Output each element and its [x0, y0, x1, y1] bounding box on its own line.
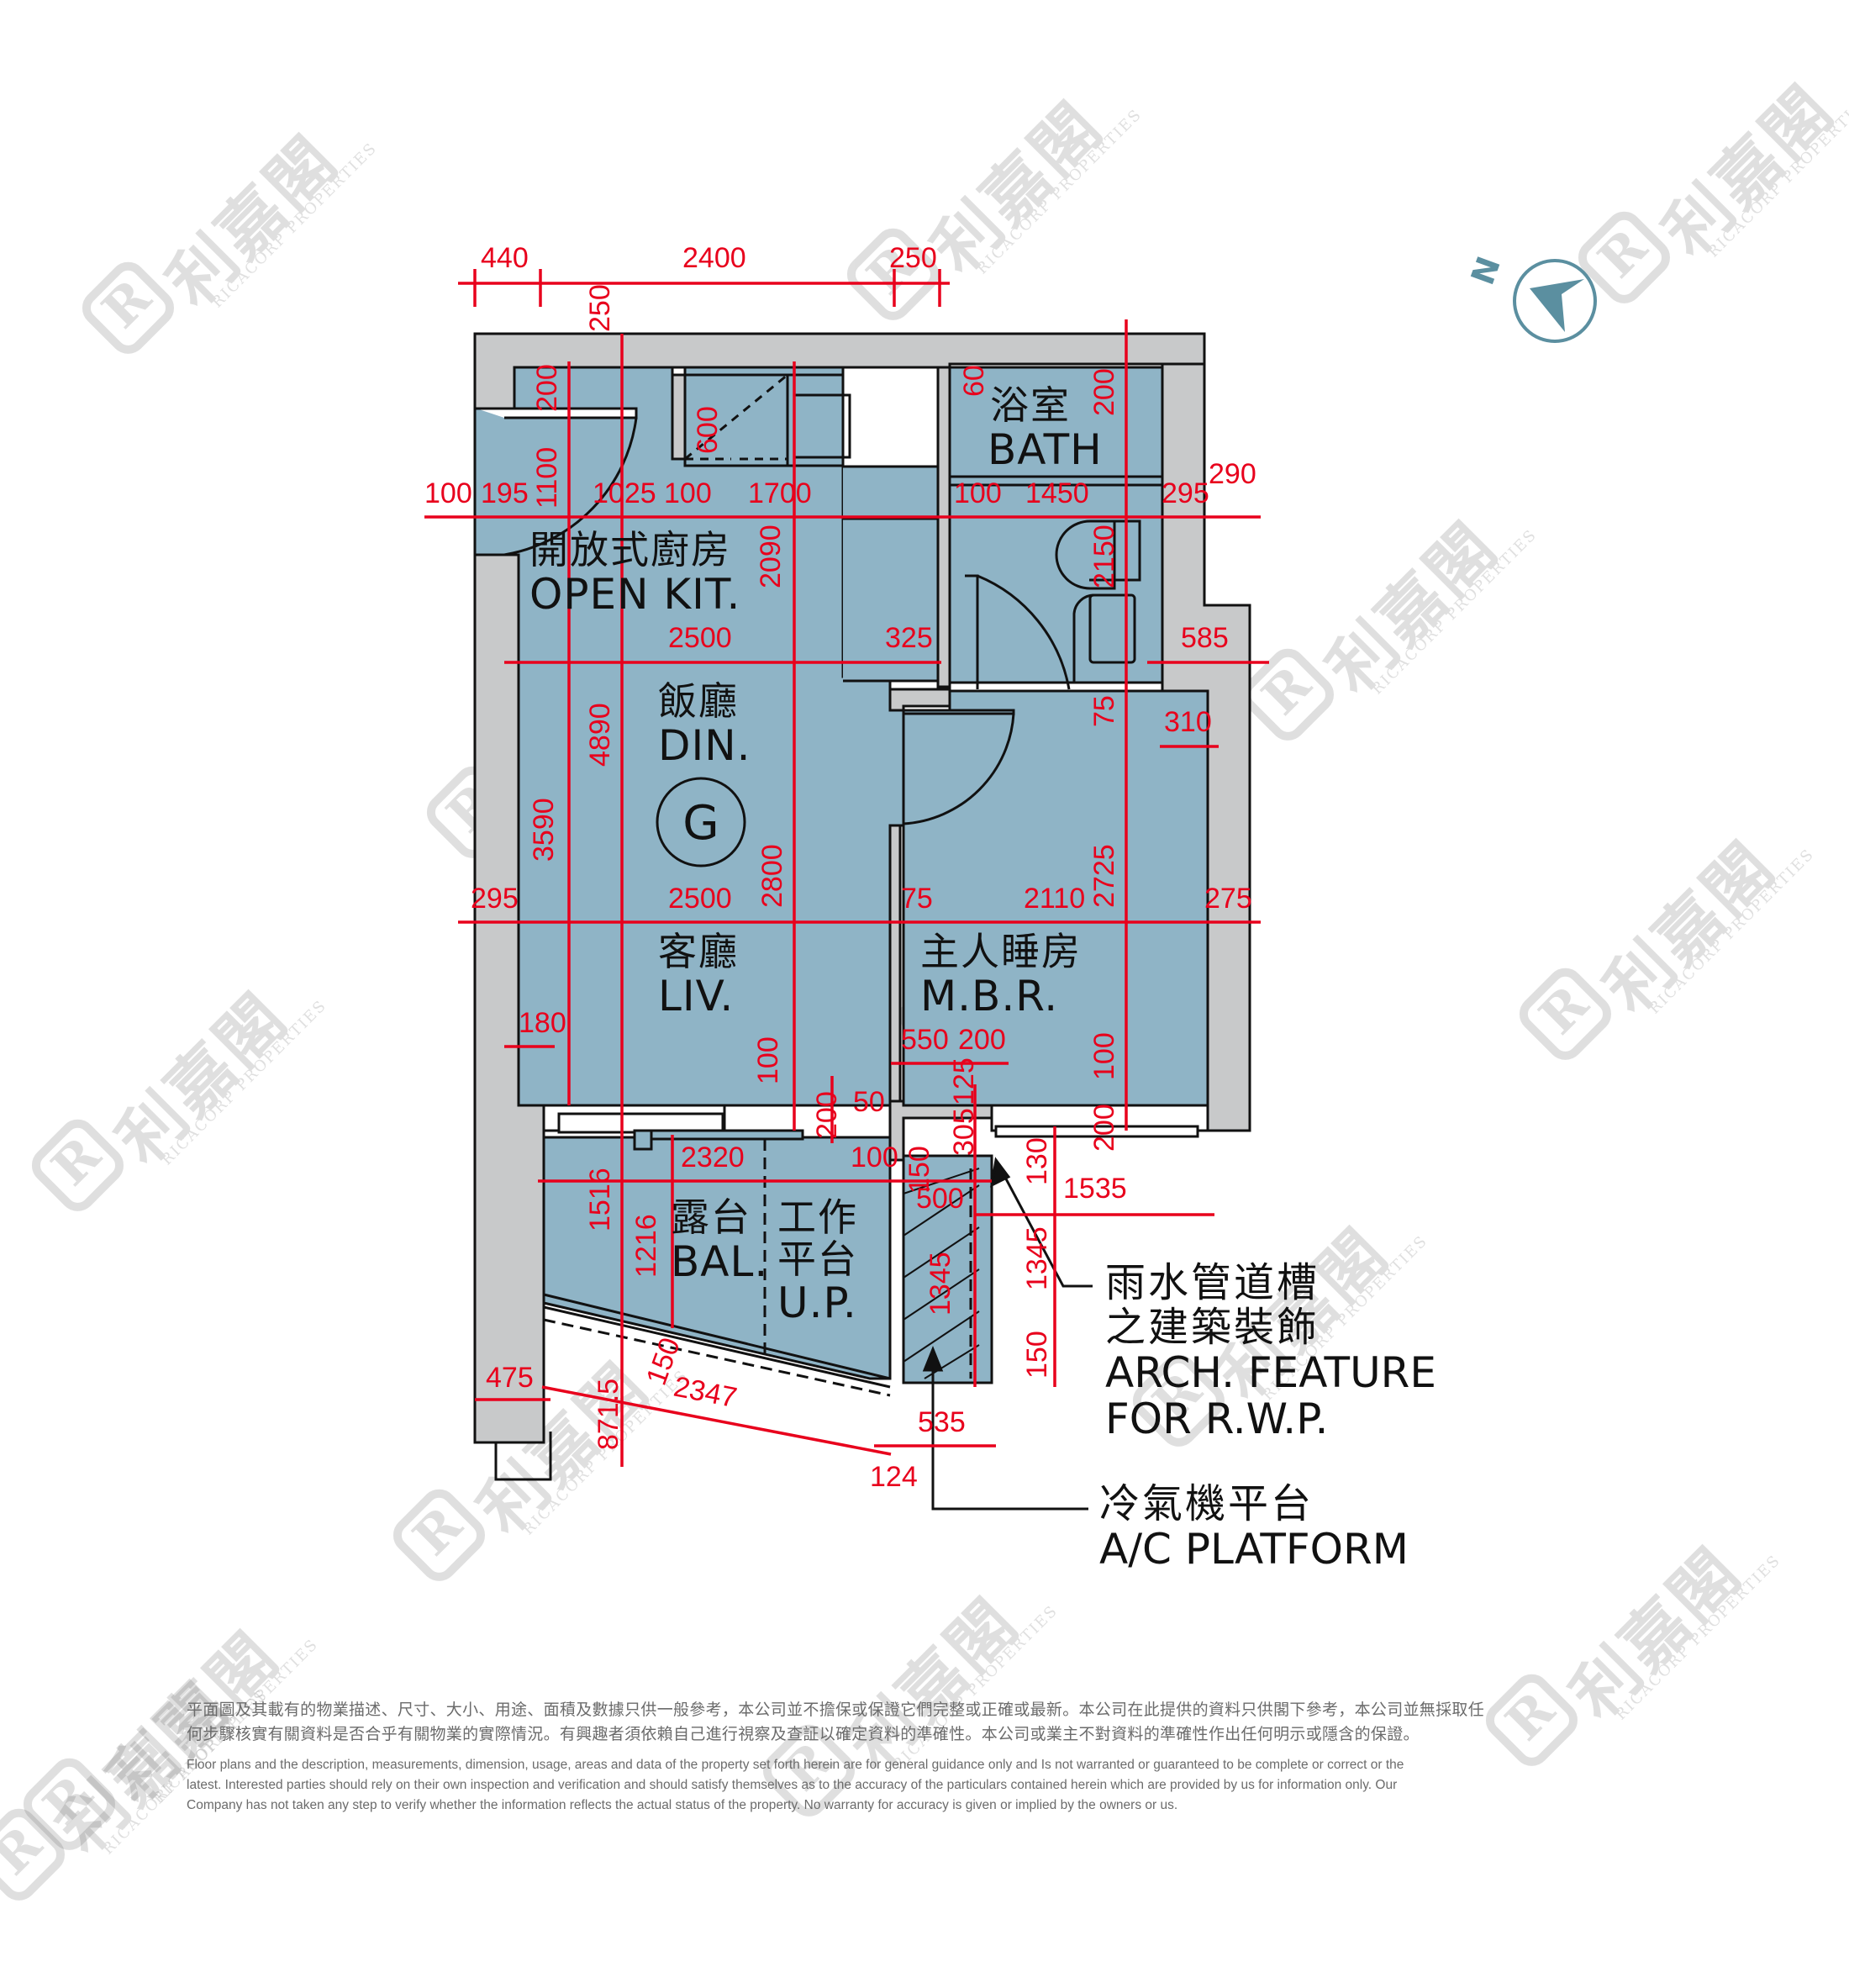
- svg-text:200: 200: [958, 1024, 1006, 1056]
- svg-text:250: 250: [584, 284, 616, 332]
- svg-text:2800: 2800: [756, 844, 788, 908]
- room-label-kitchen: 開放式廚房 OPEN KIT.: [529, 527, 741, 619]
- svg-text:100: 100: [851, 1142, 898, 1173]
- svg-text:3590: 3590: [528, 798, 560, 862]
- svg-text:100: 100: [1088, 1032, 1120, 1080]
- disclaimer: 平面圖及其載有的物業描述、尺寸、大小、用途、面積及數據只供一般參考，本公司並不擔…: [187, 1701, 1485, 1812]
- svg-text:100: 100: [954, 477, 1002, 509]
- svg-text:305: 305: [948, 1108, 980, 1156]
- gas-symbol: G: [656, 777, 746, 867]
- svg-text:1345: 1345: [924, 1252, 956, 1316]
- svg-text:1700: 1700: [748, 477, 812, 509]
- svg-text:1535: 1535: [1063, 1173, 1127, 1205]
- svg-text:1516: 1516: [584, 1168, 616, 1231]
- svg-text:2400: 2400: [682, 242, 746, 274]
- room-label-bath: 浴室 BATH: [988, 382, 1103, 474]
- svg-text:2090: 2090: [755, 525, 787, 588]
- svg-text:600: 600: [692, 406, 724, 454]
- svg-text:871.5: 871.5: [593, 1379, 624, 1450]
- svg-text:475: 475: [486, 1362, 534, 1394]
- svg-text:290: 290: [1209, 458, 1256, 490]
- svg-text:124: 124: [870, 1461, 918, 1493]
- floor-plan: 440 2400 250 250 200 1100 600 100 195 10…: [424, 242, 1597, 1511]
- svg-text:2110: 2110: [1024, 883, 1085, 915]
- svg-text:500: 500: [916, 1183, 964, 1215]
- svg-text:4890: 4890: [584, 703, 616, 767]
- svg-text:295: 295: [471, 883, 519, 915]
- svg-text:1100: 1100: [531, 447, 563, 509]
- svg-text:550: 550: [901, 1024, 949, 1056]
- svg-text:310: 310: [1164, 706, 1212, 738]
- room-label-utility-platform: 工作 平台 U.P.: [777, 1194, 858, 1328]
- svg-text:2347: 2347: [671, 1371, 740, 1415]
- callout-ac-platform: 冷氣機平台 A/C PLATFORM: [1099, 1480, 1409, 1574]
- callout-rwp-feature: 雨水管道槽 之建築裝飾 ARCH. FEATURE FOR R.W.P.: [1105, 1259, 1437, 1443]
- svg-text:125: 125: [948, 1057, 980, 1105]
- svg-text:100: 100: [424, 477, 472, 509]
- svg-text:200: 200: [531, 364, 563, 412]
- svg-text:325: 325: [885, 622, 933, 654]
- svg-text:585: 585: [1181, 622, 1229, 654]
- svg-text:200: 200: [1088, 1104, 1120, 1152]
- dimension-labels: 440 2400 250 250 200 1100 600 100 195 10…: [424, 242, 1256, 1493]
- svg-text:1025: 1025: [593, 477, 656, 509]
- svg-text:130: 130: [1021, 1137, 1053, 1185]
- svg-text:195: 195: [481, 477, 529, 509]
- dimension-lines: [424, 269, 1269, 1467]
- compass-icon: [1513, 259, 1597, 343]
- svg-text:100: 100: [752, 1036, 784, 1084]
- svg-text:535: 535: [918, 1406, 966, 1438]
- svg-text:50: 50: [853, 1086, 885, 1118]
- svg-text:180: 180: [519, 1007, 566, 1039]
- svg-text:150: 150: [1021, 1331, 1053, 1379]
- svg-text:1216: 1216: [630, 1214, 662, 1278]
- svg-text:1345: 1345: [1021, 1226, 1053, 1290]
- svg-text:75: 75: [1088, 695, 1120, 727]
- svg-text:2725: 2725: [1088, 844, 1120, 908]
- svg-text:G: G: [682, 796, 719, 851]
- svg-text:200: 200: [811, 1091, 843, 1139]
- svg-text:295: 295: [1162, 477, 1209, 509]
- svg-text:2320: 2320: [681, 1142, 745, 1173]
- svg-text:440: 440: [481, 242, 529, 274]
- room-label-dining: 飯廳 DIN.: [658, 678, 751, 770]
- room-label-balcony: 露台 BAL.: [671, 1194, 769, 1286]
- svg-text:60: 60: [958, 365, 990, 397]
- room-label-living: 客廳 LIV.: [658, 929, 739, 1020]
- svg-text:2150: 2150: [1088, 525, 1120, 588]
- svg-text:200: 200: [1088, 368, 1120, 416]
- svg-text:75: 75: [901, 883, 933, 915]
- svg-text:275: 275: [1204, 883, 1252, 915]
- svg-text:2500: 2500: [668, 622, 732, 654]
- walls: [473, 332, 1251, 1444]
- svg-text:250: 250: [889, 242, 937, 274]
- room-label-master-bedroom: 主人睡房 M.B.R.: [920, 929, 1082, 1020]
- svg-text:100: 100: [664, 477, 712, 509]
- svg-text:2500: 2500: [668, 883, 732, 915]
- svg-text:150: 150: [903, 1146, 935, 1194]
- svg-text:1450: 1450: [1025, 477, 1089, 509]
